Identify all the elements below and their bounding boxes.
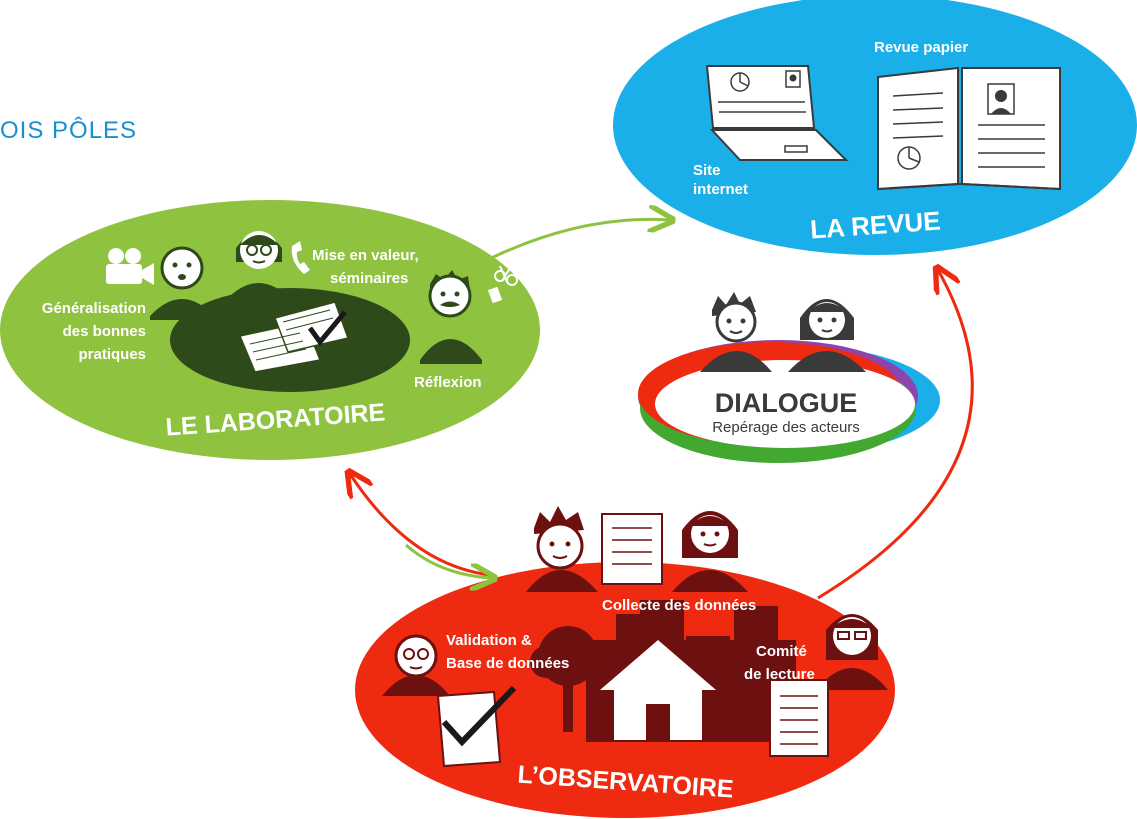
person-icon	[420, 270, 482, 364]
phone-icon	[291, 241, 310, 274]
label-collecte: Collecte des données	[602, 597, 756, 614]
arrow-observatoire-to-revue	[817, 270, 974, 600]
checkmark-icon	[307, 310, 347, 347]
tree-icon	[530, 626, 606, 732]
arrow-laboratoire-to-observatoire	[405, 543, 492, 578]
document-icon	[238, 301, 349, 373]
document-icon	[436, 685, 517, 768]
label-validation-line2: Base de données	[446, 655, 569, 672]
label-site-line2: internet	[693, 181, 748, 198]
house-icon	[586, 600, 796, 742]
person-icon	[672, 511, 748, 592]
open-book-icon	[877, 66, 1061, 191]
laptop-icon	[705, 65, 849, 161]
document-icon	[601, 513, 663, 585]
label-generalisation-line3: pratiques	[78, 346, 146, 363]
checkmark-icon	[441, 685, 517, 747]
person-icon	[150, 246, 214, 320]
person-icon	[700, 292, 772, 372]
arrow-laboratoire-to-revue	[482, 219, 670, 264]
dialogue-title: DIALOGUE	[715, 388, 858, 418]
dialogue-badge: DIALOGUE Repérage des acteurs	[638, 292, 940, 463]
person-icon	[226, 231, 292, 304]
label-comite-line2: de lecture	[744, 666, 815, 683]
label-site-line1: Site	[693, 162, 721, 179]
observatoire-pole: Collecte des données Validation & Base d…	[355, 506, 895, 818]
label-validation-line1: Validation &	[446, 632, 532, 649]
label-mise-en-valeur-line2: séminaires	[330, 270, 408, 287]
label-reflexion: Réflexion	[414, 374, 482, 391]
laboratoire-pole: Généralisation des bonnes pratiques Mise…	[0, 200, 540, 460]
arrow-observatoire-laboratoire-red	[350, 474, 491, 577]
person-icon	[526, 506, 598, 592]
label-mise-en-valeur-line1: Mise en valeur,	[312, 247, 419, 264]
revue-ellipse	[613, 0, 1137, 255]
page-title: OIS PÔLES	[0, 116, 137, 144]
video-camera-icon	[106, 248, 154, 285]
label-revue-papier: Revue papier	[874, 39, 968, 56]
scissors-icon	[487, 265, 518, 304]
document-icon	[769, 679, 829, 757]
label-comite-line1: Comité	[756, 643, 807, 660]
revue-pole: Revue papier Site internet LA REVUE	[613, 0, 1137, 255]
dialogue-subtitle: Repérage des acteurs	[712, 419, 860, 436]
person-icon	[788, 299, 866, 372]
label-generalisation-line1: Généralisation	[42, 300, 146, 317]
person-icon	[816, 614, 888, 690]
label-generalisation-line2: des bonnes	[63, 323, 146, 340]
person-icon	[382, 634, 450, 696]
